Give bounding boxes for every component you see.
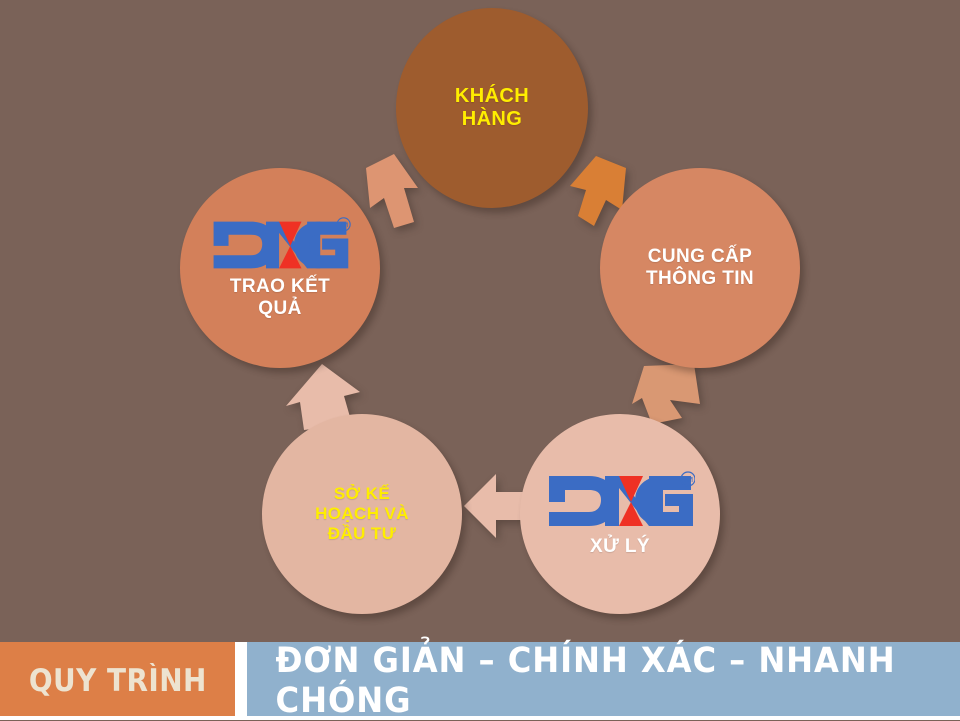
cycle-node-customer[interactable]: KHÁCH HÀNG: [396, 8, 588, 208]
arrow-result-to-customer-icon: [358, 152, 426, 230]
cycle-node-planning-investment-label: SỞ KẾ HOẠCH VÀ ĐẦU TƯ: [315, 484, 409, 543]
banner-slogan-label: ĐƠN GIẢN – CHÍNH XÁC – NHANH CHÓNG: [275, 641, 896, 721]
cycle-node-planning-investment[interactable]: SỞ KẾ HOẠCH VÀ ĐẦU TƯ: [262, 414, 462, 614]
cycle-node-provide-info[interactable]: CUNG CẤP THÔNG TIN: [600, 168, 800, 368]
cycle-node-deliver-result-label: TRAO KẾT QUẢ: [229, 275, 331, 319]
banner-tag: QUY TRÌNH: [0, 642, 235, 720]
cycle-node-process-label: XỬ LÝ: [590, 535, 650, 557]
banner-slogan: ĐƠN GIẢN – CHÍNH XÁC – NHANH CHÓNG: [247, 641, 960, 721]
cycle-node-deliver-result[interactable]: TM TRAO KẾT QUẢ: [180, 168, 380, 368]
banner-tag-label: QUY TRÌNH: [28, 663, 207, 699]
cycle-node-process[interactable]: TM XỬ LÝ: [520, 414, 720, 614]
banner-divider: [235, 642, 247, 720]
dng-logo-icon: TM: [209, 216, 351, 274]
arrow-customer-to-provide-icon: [566, 152, 638, 232]
arrow-planning-to-result-icon: [282, 362, 364, 434]
arrow-provide-to-process-icon: [630, 360, 706, 430]
cycle-node-customer-label: KHÁCH HÀNG: [454, 84, 530, 130]
bottom-banner: QUY TRÌNH ĐƠN GIẢN – CHÍNH XÁC – NHANH C…: [0, 641, 960, 721]
banner-bottom-rule: [0, 716, 960, 720]
dng-logo-icon: TM: [545, 470, 695, 532]
arrow-process-to-planning-icon: [460, 468, 544, 544]
svg-text:TM: TM: [338, 221, 349, 229]
svg-text:TM: TM: [682, 476, 693, 484]
cycle-node-provide-info-label: CUNG CẤP THÔNG TIN: [645, 245, 755, 289]
